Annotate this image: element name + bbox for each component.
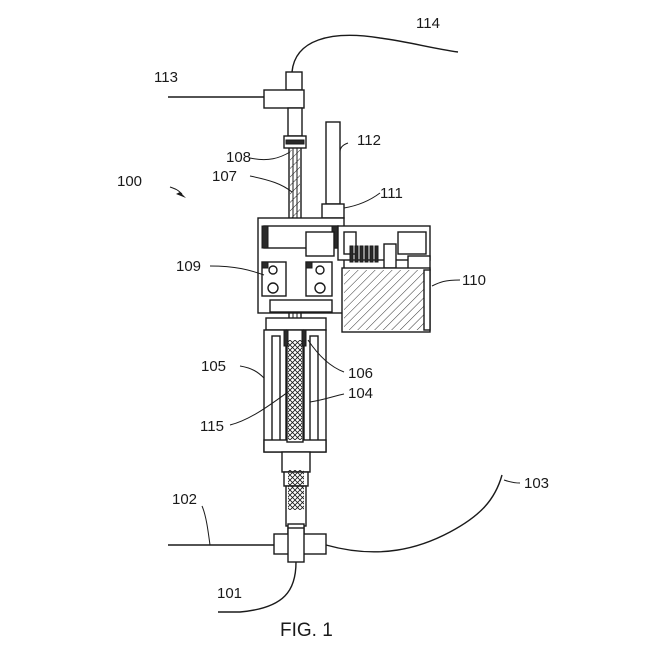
label-114: 114 — [416, 15, 440, 32]
label-100: 100 — [117, 173, 142, 190]
gear-teeth — [349, 245, 379, 263]
core-104 — [283, 329, 307, 443]
arrow-100 — [176, 192, 186, 198]
label-102: 102 — [172, 491, 197, 508]
label-106: 106 — [348, 365, 373, 382]
label-105: 105 — [201, 358, 226, 375]
lower-body-105 — [263, 317, 327, 473]
label-113: 113 — [154, 69, 178, 86]
wire-114 — [291, 34, 459, 73]
top-t-connector — [263, 71, 307, 149]
rod-112 — [321, 121, 345, 219]
label-109: 109 — [176, 258, 201, 275]
wire-101 — [218, 561, 297, 613]
label-115: 115 — [200, 418, 224, 435]
label-104: 104 — [348, 385, 373, 402]
label-112: 112 — [357, 132, 381, 149]
label-107: 107 — [212, 168, 237, 185]
wire-103 — [325, 474, 503, 553]
label-108: 108 — [226, 149, 251, 166]
figure-caption: FIG. 1 — [280, 620, 333, 641]
motor-110 — [337, 225, 431, 333]
lower-stem — [283, 470, 309, 535]
leader-lines — [169, 142, 521, 546]
label-110: 110 — [462, 272, 486, 289]
bottom-cross-connector — [273, 527, 327, 563]
upper-housing — [257, 217, 345, 314]
label-111: 111 — [380, 185, 403, 202]
label-103: 103 — [524, 475, 549, 492]
label-101: 101 — [217, 585, 242, 602]
